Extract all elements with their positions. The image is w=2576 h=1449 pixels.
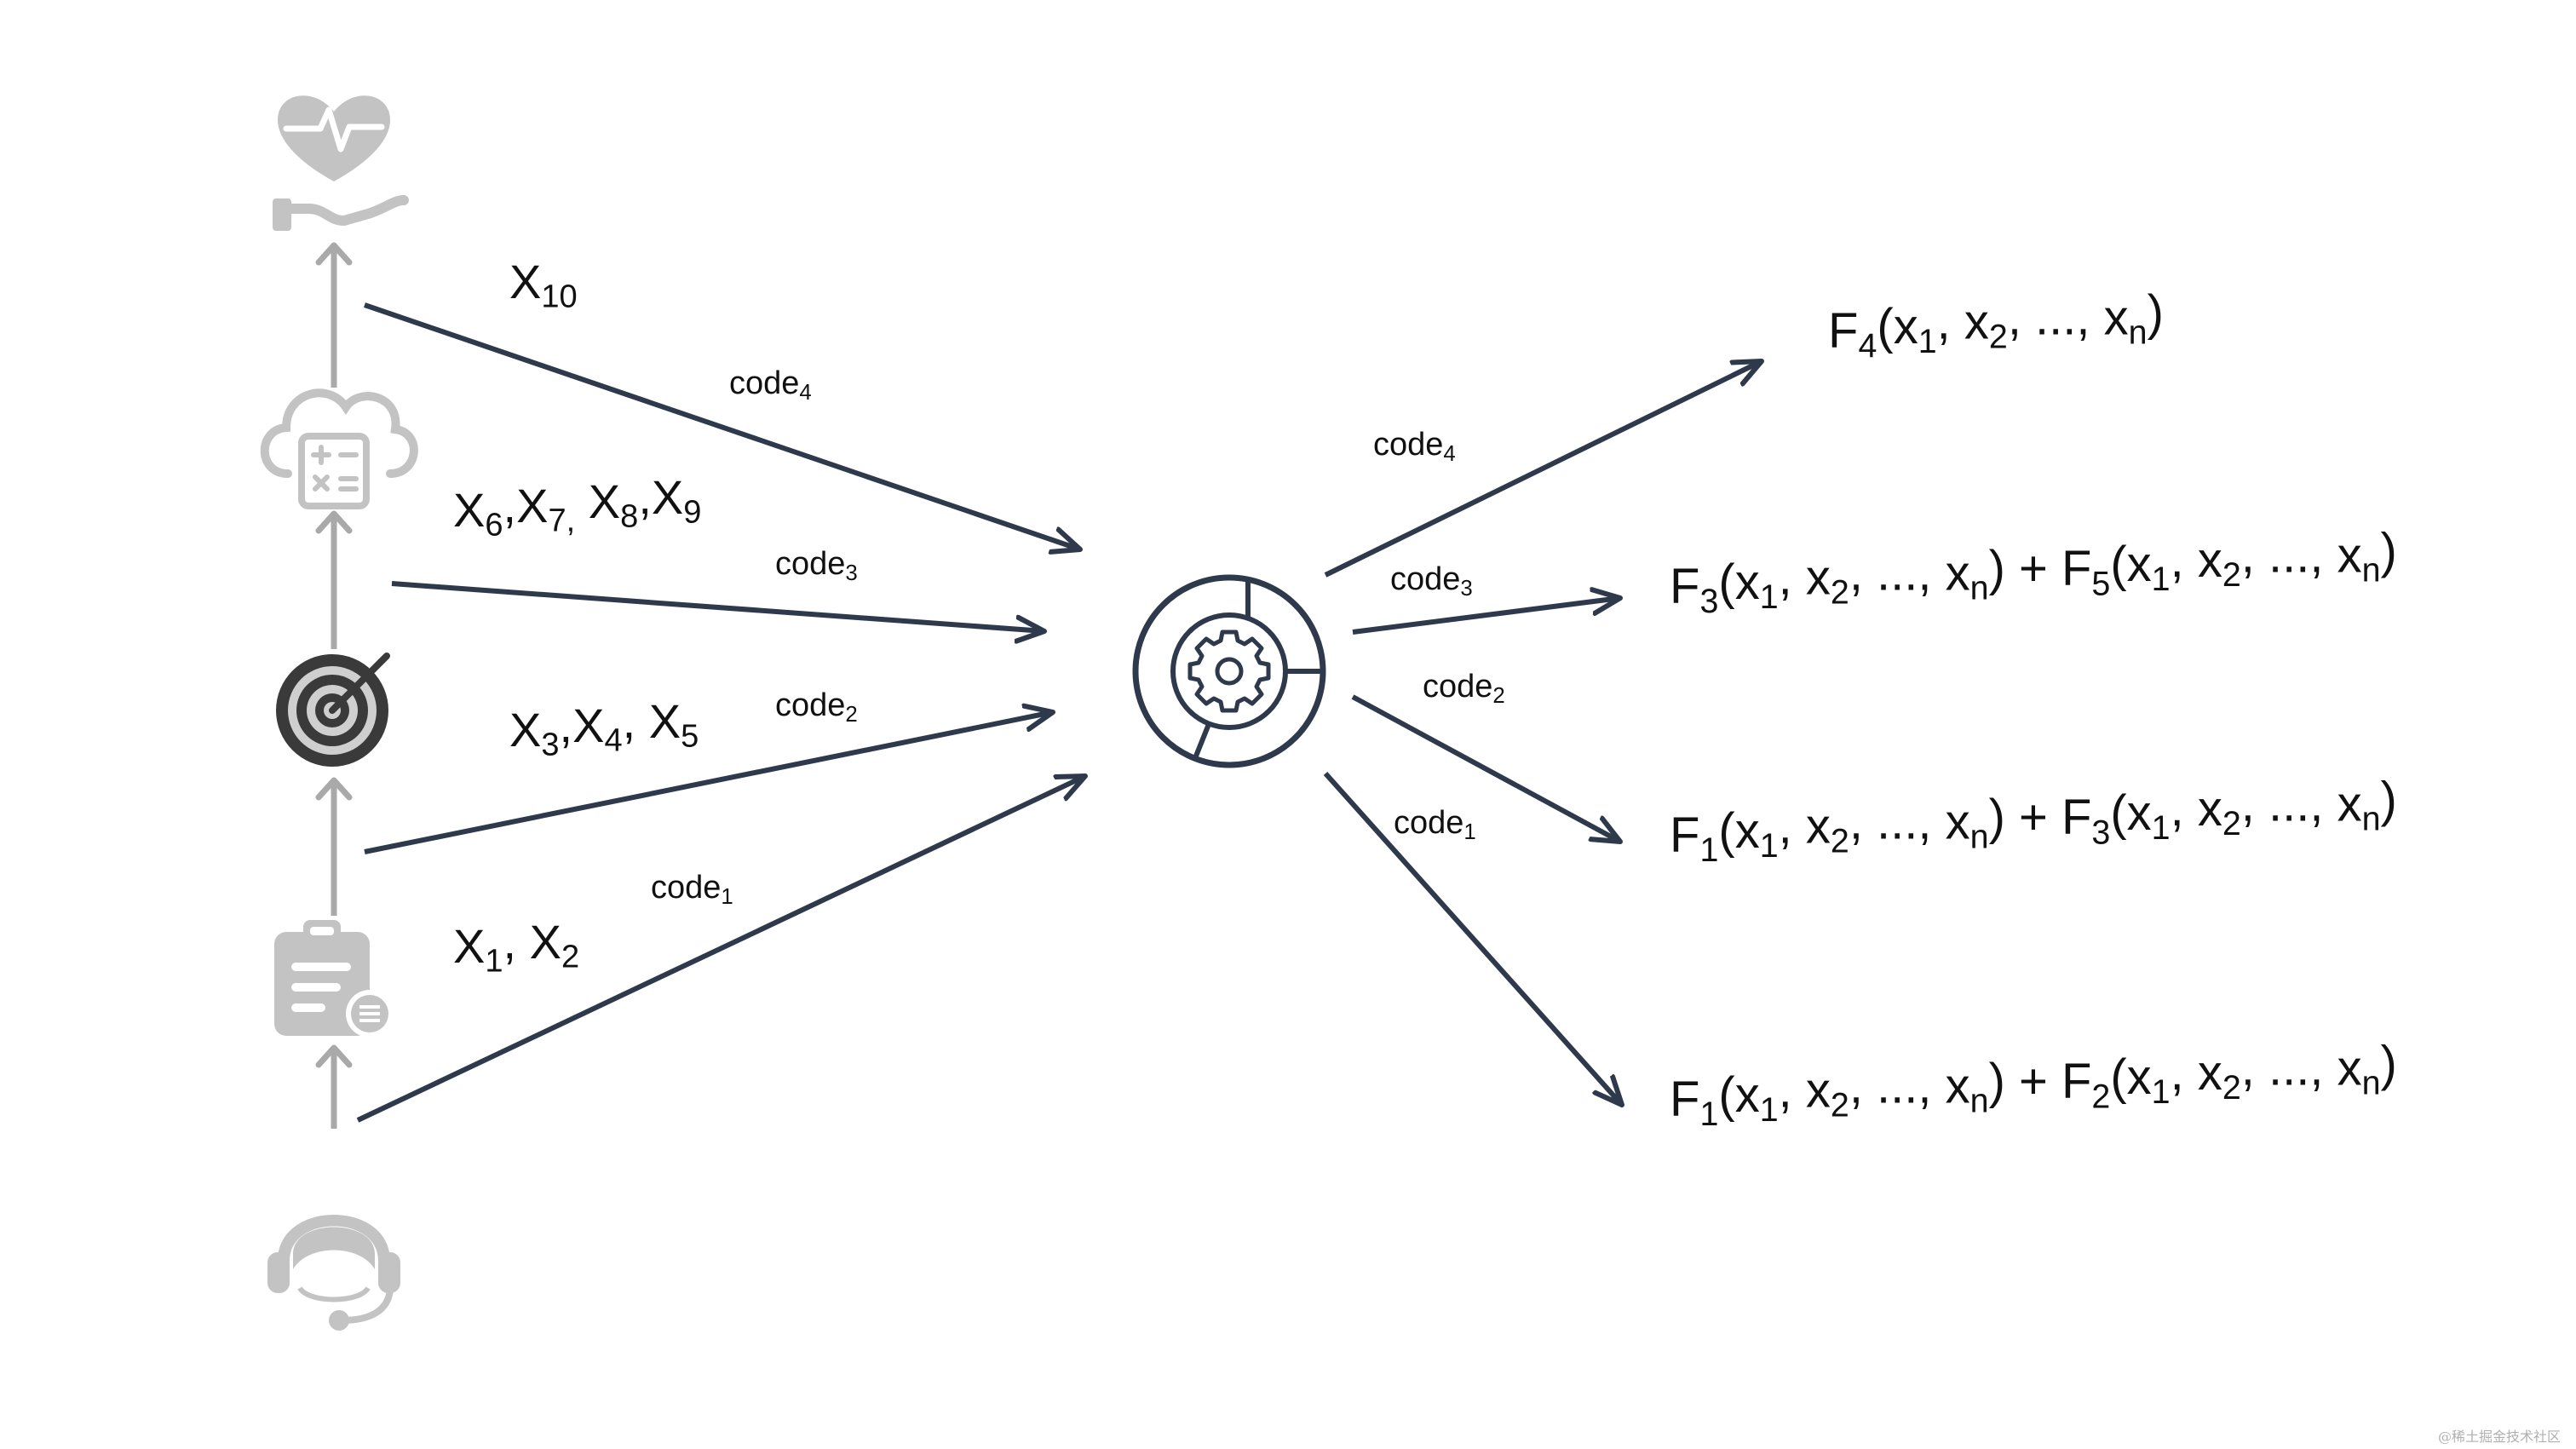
input-arrows: [356, 302, 1085, 1123]
pipeline-arrowhead: [315, 777, 353, 801]
hand-heart-icon: [273, 95, 409, 231]
output-f4: F4(x1, x2, ..., xn): [1828, 285, 2164, 365]
input-code-in-code4: code4: [729, 365, 812, 405]
output-arrow-code1: [1323, 771, 1622, 1105]
input-code-in-code1: code1: [651, 870, 733, 909]
output-arrow-code4: [1324, 361, 1762, 578]
input-code-in-code3: code3: [775, 546, 858, 585]
input-label-x6-9: X6,X7, X8,X9: [453, 470, 701, 543]
input-label-x10: X10: [509, 255, 578, 315]
input-arrow-code1: [356, 776, 1085, 1123]
output-arrow-code3: [1352, 598, 1620, 635]
output-f1f2: F1(x1, x2, ..., xn) + F2(x1, x2, ..., xn…: [1670, 1036, 2397, 1133]
output-code-out-code4: code4: [1373, 427, 1456, 466]
watermark: @稀土掘金技术社区: [2438, 1429, 2561, 1445]
input-code-in-code2: code2: [775, 687, 858, 727]
pipeline-arrowhead: [315, 510, 353, 534]
output-code-out-code1: code1: [1394, 805, 1476, 844]
output-code-out-code3: code3: [1390, 561, 1473, 601]
cloud-calculator-icon: [260, 388, 418, 509]
pipeline-arrowheads: [315, 242, 353, 1068]
output-arrow-code2: [1351, 694, 1620, 842]
output-f1f3: F1(x1, x2, ..., xn) + F3(x1, x2, ..., xn…: [1670, 772, 2397, 869]
output-arrows: [1323, 361, 1762, 1105]
clipboard-report-icon: [274, 920, 394, 1038]
pipeline-arrowhead: [315, 242, 353, 266]
pipeline-arrowhead: [315, 1044, 353, 1068]
output-f3f5: F3(x1, x2, ..., xn) + F5(x1, x2, ..., xn…: [1670, 523, 2397, 620]
target-icon: [276, 653, 390, 767]
gear-dashboard-icon: [1132, 574, 1326, 768]
input-label-x3-5: X3,X4, X5: [509, 694, 699, 763]
user-support-icon: [267, 1215, 400, 1331]
output-code-out-code2: code2: [1423, 669, 1505, 708]
input-label-x1-2: X1, X2: [453, 915, 579, 980]
input-arrow-code4: [364, 302, 1080, 549]
input-arrow-code2: [364, 712, 1053, 854]
input-arrow-code3: [391, 581, 1044, 631]
